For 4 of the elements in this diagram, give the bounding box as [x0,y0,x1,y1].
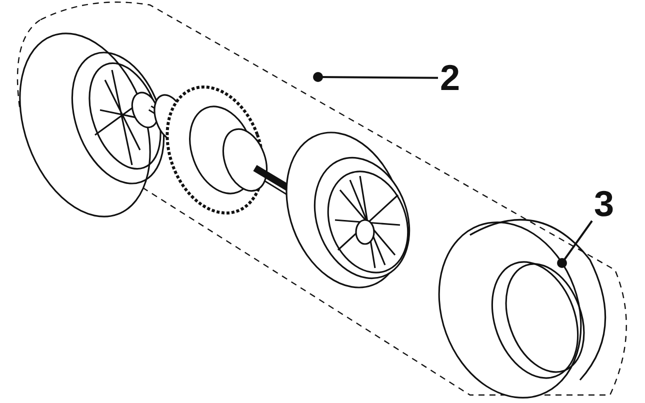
callout-number: 3 [592,186,616,222]
leader-line [313,72,438,82]
callout-number: 2 [438,60,462,96]
leader-line [557,220,593,268]
